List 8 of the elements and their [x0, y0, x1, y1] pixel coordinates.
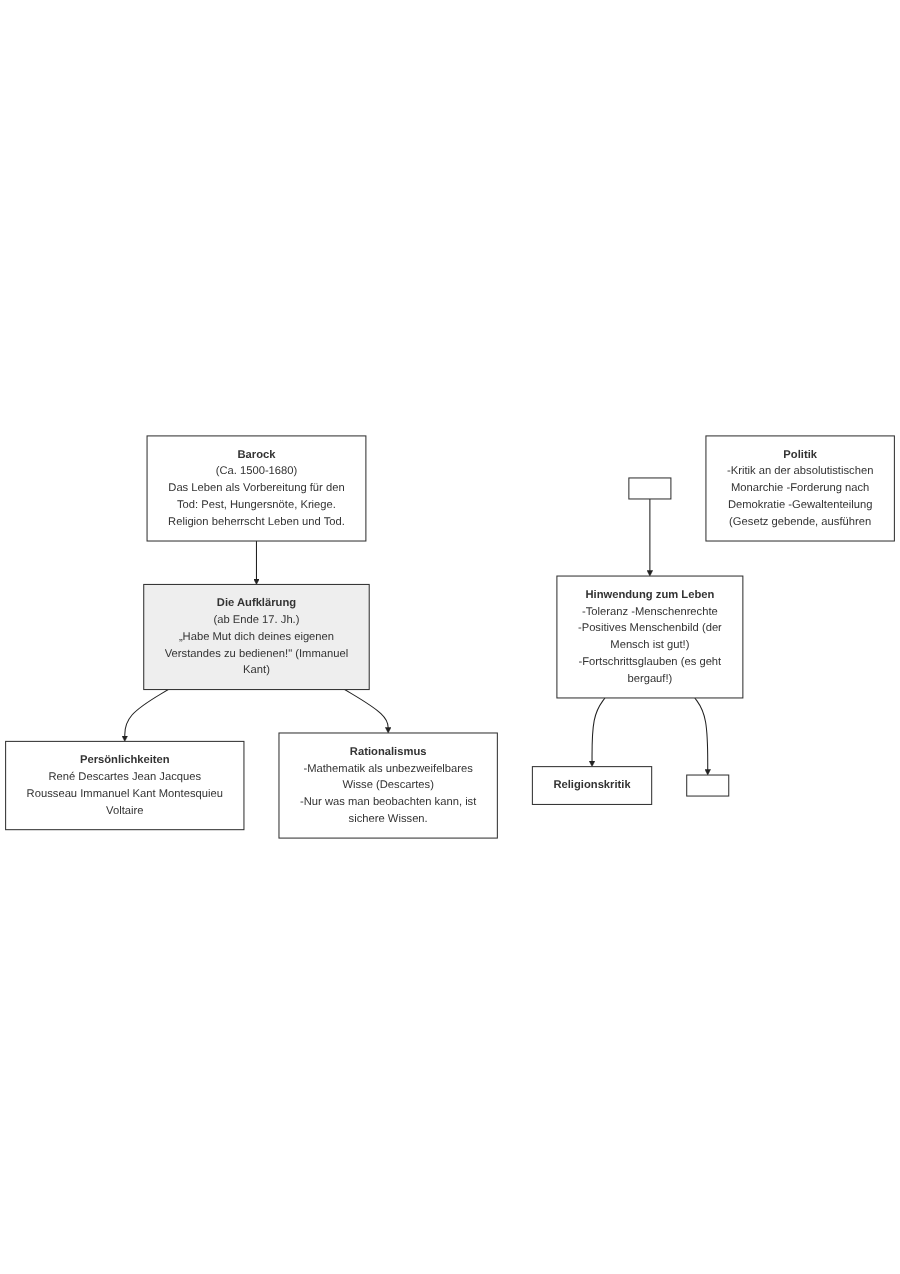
arrow — [646, 498, 653, 577]
node-box — [628, 477, 672, 500]
arrow — [588, 697, 606, 767]
arrow — [694, 697, 711, 776]
arrow — [121, 689, 169, 742]
node-box — [686, 774, 730, 797]
arrow — [253, 540, 260, 585]
arrow — [344, 689, 392, 734]
